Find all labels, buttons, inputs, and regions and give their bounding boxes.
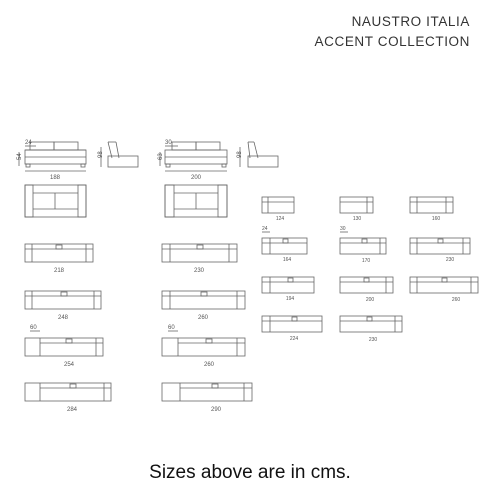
label-160: 160	[432, 216, 441, 222]
module-124	[261, 196, 295, 214]
module-230-corner	[339, 315, 403, 333]
module-160	[409, 196, 454, 214]
module-164	[261, 231, 308, 255]
label-224: 224	[290, 336, 299, 342]
module-260-small	[409, 276, 479, 294]
arm-width-label-1: 24	[25, 140, 32, 146]
module-224	[261, 315, 323, 333]
sofa-254-chaise	[24, 330, 104, 357]
brand-name: NAUSTRO ITALIA	[351, 14, 470, 29]
arm-label-30-small: 30	[340, 226, 346, 232]
label-124: 124	[276, 216, 285, 222]
seat-height-label-2: 63	[158, 153, 164, 160]
sofa-290-chaise	[161, 382, 253, 402]
chaise-label-middle: 60	[168, 325, 175, 331]
module-194	[261, 276, 315, 294]
sofa-248	[24, 290, 102, 310]
sofa-260	[161, 290, 246, 310]
brand-block: NAUSTRO ITALIA ACCENT COLLECTION	[315, 12, 470, 52]
label-260-small: 260	[452, 297, 461, 303]
label-130: 130	[353, 216, 362, 222]
arm-label-24-small: 24	[262, 226, 268, 232]
units-note: Sizes above are in cms.	[149, 462, 351, 483]
sofa-front-view-2	[159, 141, 228, 172]
sofa-side-view-1	[100, 141, 139, 168]
label-260: 260	[198, 315, 209, 321]
module-170	[339, 231, 387, 255]
label-230-small: 230	[446, 257, 455, 263]
sofa-front-view-1	[18, 141, 87, 172]
sofa-260-chaise	[161, 330, 246, 357]
module-230-small	[409, 237, 471, 255]
label-230-corner: 230	[369, 337, 378, 343]
sofa-top-view-2	[164, 184, 228, 218]
label-170: 170	[362, 258, 371, 264]
sofa-side-view-2	[239, 141, 279, 168]
seat-height-label-1: 54	[17, 153, 23, 160]
label-290: 290	[211, 407, 222, 413]
label-230: 230	[194, 268, 205, 274]
arm-width-label-2: 30	[165, 140, 172, 146]
label-284: 284	[67, 407, 78, 413]
module-200	[339, 276, 394, 294]
chaise-label-left: 60	[30, 325, 37, 331]
label-248: 248	[58, 315, 69, 321]
label-194: 194	[286, 296, 295, 302]
depth-label-1: 98	[98, 151, 104, 158]
width-label-188: 188	[50, 175, 61, 181]
sofa-230	[161, 243, 238, 263]
label-260-chaise: 260	[204, 362, 215, 368]
width-label-200: 200	[191, 175, 202, 181]
label-164: 164	[283, 257, 292, 263]
collection-name: ACCENT COLLECTION	[314, 34, 470, 49]
sofa-218	[24, 243, 94, 263]
depth-label-2: 98	[237, 151, 243, 158]
label-218: 218	[54, 268, 65, 274]
sofa-284-chaise	[24, 382, 112, 402]
sofa-top-view-1	[24, 184, 87, 218]
module-130	[339, 196, 374, 214]
label-254: 254	[64, 362, 75, 368]
label-200-small: 200	[366, 297, 375, 303]
